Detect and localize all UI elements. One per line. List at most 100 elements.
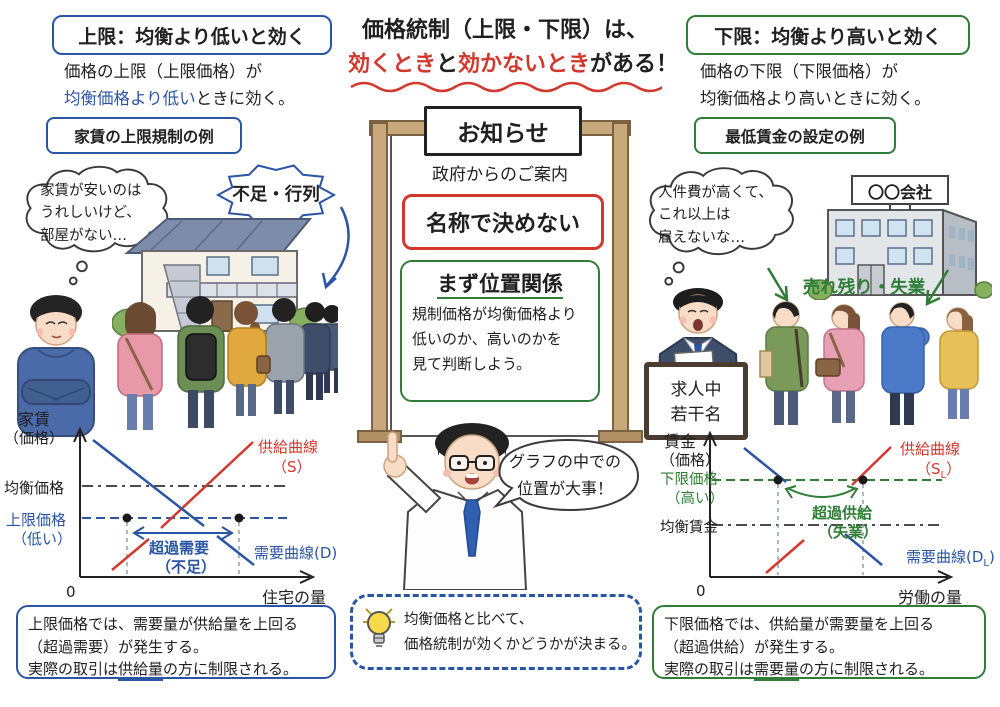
ceiling-desc-highlight: 均衡価格より低い — [64, 89, 196, 108]
help-wanted-line1: 求人中 — [670, 380, 722, 401]
employer-thought-line1: 人件費が高くて、 — [658, 185, 773, 201]
tip-line2: 価格統制が効くかどうかが決まる。 — [404, 637, 636, 654]
ceiling-desc-line2: 均衡価格より低いときに効く。 — [64, 85, 295, 109]
floor-graph-ylabel-2: （価格） — [660, 451, 721, 469]
floor-note-line3-post: の方に制限される。 — [799, 660, 935, 678]
ceiling-graph-supply-label-2: （S） — [272, 458, 312, 476]
floor-note-line3-em: 需要量 — [754, 660, 800, 681]
floor-note-line2: （超過供給）が発生する。 — [664, 637, 845, 656]
board-foot-right — [598, 430, 643, 443]
floor-note-box: 下限価格では、供給量が需要量を上回る （超過供給）が発生する。 実際の取引は需要… — [652, 605, 986, 681]
floor-graph-xlabel: 労働の量 — [898, 588, 963, 607]
ceiling-note-line3-post: の方に制限される。 — [163, 660, 299, 678]
ceiling-note-line3: 実際の取引は供給量の方に制限される。 — [28, 658, 324, 681]
ceiling-graph-ceiling-label-1: 上限価格 — [6, 511, 67, 529]
floor-supply-post: ） — [946, 460, 962, 478]
employer-thought-text: 人件費が高くて、 これ以上は 雇えないな… — [658, 182, 773, 249]
ceiling-graph-supply-label-1: 供給曲線 — [258, 438, 319, 456]
board-rule2-box: まず位置関係 規制価格が均衡価格より 低いのか、高いのかを 見て判断しよう。 — [400, 260, 600, 402]
board-rule2-line1: 規制価格が均衡価格より — [412, 305, 577, 323]
floor-graph-origin: 0 — [696, 582, 706, 600]
shortage-burst-text: 不足・行列 — [232, 185, 320, 205]
floor-supply-sub: L — [940, 470, 947, 481]
teacher-speech-text: グラフの中での 位置が大事！ — [500, 448, 630, 502]
board-rule2-title: まず位置関係 — [437, 272, 563, 299]
ceiling-graph-origin: 0 — [66, 583, 76, 601]
ceiling-graph-excess-label-2: （不足） — [156, 558, 217, 576]
ceiling-graph-xlabel: 住宅の量 — [262, 588, 327, 607]
main-title-line2: 効くときと効かないときがある！ — [348, 46, 678, 78]
board-post-right — [612, 122, 629, 438]
tip-box — [350, 594, 642, 670]
surplus-arrows-icon — [766, 267, 950, 307]
floor-graph: 賃金 （価格） 下限価格 （高い） 均衡賃金 供給曲線 （SL） 需要曲線(DL… — [660, 424, 998, 610]
floor-example-label: 最低賃金の設定の例 — [694, 117, 896, 154]
ceiling-graph-equilibrium-label: 均衡価格 — [4, 479, 65, 497]
employer-thought-bubble — [649, 167, 794, 286]
floor-graph-demand-label: 需要曲線(DL) — [906, 546, 995, 569]
floor-demand-post: ) — [988, 548, 995, 566]
floor-graph-plot — [703, 430, 954, 584]
tip-text: 均衡価格と比べて、 価格統制が効くかどうかが決まる。 — [404, 608, 640, 659]
floor-desc-line2: 均衡価格より高いときに効く。 — [700, 89, 931, 108]
help-wanted-sign: 求人中 若干名 — [644, 362, 748, 440]
floor-graph-excess-label-2: （失業） — [818, 523, 879, 541]
main-title-end: がある！ — [590, 52, 679, 77]
company-building-illustration — [808, 175, 992, 300]
board-subheader: 政府からのご案内 — [432, 165, 568, 185]
ceiling-header: 上限：均衡より低いと効く — [52, 15, 332, 55]
queue-arrow-icon — [321, 206, 350, 290]
employer-thought-line2: これ以上は — [658, 207, 731, 224]
floor-header: 下限：均衡より高いと効く — [686, 15, 970, 55]
teacher-speech-bubble — [492, 438, 640, 512]
ceiling-graph-ylabel-2: （価格） — [4, 429, 65, 447]
floor-demand-sub: L — [983, 558, 989, 569]
teacher-speech-line2: 位置が大事！ — [516, 479, 613, 499]
ceiling-desc-line1: 価格の上限（上限価格）が — [64, 62, 262, 81]
floor-demand-pre: 需要曲線(D — [906, 548, 984, 566]
floor-graph-supply-label-1: 供給曲線 — [900, 440, 961, 458]
tenant-thought-line2: うれしいけど、 — [40, 205, 141, 222]
ceiling-example-label: 家賃の上限規制の例 — [46, 117, 242, 154]
floor-desc-line1: 価格の下限（下限価格）が — [700, 62, 898, 81]
ceiling-graph-plot — [73, 426, 316, 584]
floor-note-line1: 下限価格では、供給量が需要量を上回る — [664, 615, 935, 633]
floor-graph-ylabel-1: 賃金 — [664, 432, 697, 451]
floor-graph-floor-label-2: （高い） — [666, 491, 724, 507]
tenant-thought-bubble — [25, 165, 169, 286]
board-rule1: 名称で決めない — [402, 194, 604, 250]
ceiling-graph: 家賃 （価格） 均衡価格 上限価格 （低い） 供給曲線 （S） 需要曲線(D) … — [2, 400, 337, 607]
main-title-red2: 効かないとき — [458, 52, 591, 77]
ceiling-note-line3-pre: 実際の取引は — [28, 660, 119, 678]
ceiling-desc-rest: ときに効く。 — [195, 89, 295, 108]
board-post-left — [371, 122, 388, 438]
tenant-thought-text: 家賃が安いのは うれしいけど、 部屋がない… — [40, 180, 142, 247]
teacher-illustration — [383, 423, 528, 590]
floor-note-line3: 実際の取引は需要量の方に制限される。 — [664, 658, 974, 681]
apartment-house-illustration — [112, 218, 317, 338]
floor-supply-pre: （S — [916, 460, 941, 478]
help-wanted-line2: 若干名 — [670, 405, 722, 426]
tenant-thought-line1: 家賃が安いのは — [40, 183, 142, 199]
tenant-man-illustration — [17, 295, 95, 437]
employer-thought-line3: 雇えないな… — [658, 229, 745, 246]
ceiling-note-line2: （超過需要）が発生する。 — [28, 637, 209, 656]
floor-note-line3-pre: 実際の取引は — [664, 660, 755, 678]
floor-graph-equilibrium-label: 均衡賃金 — [660, 520, 718, 536]
board-rule2-line2: 低いのか、高いのかを — [412, 329, 562, 348]
floor-graph-supply-label-2: （SL） — [916, 458, 961, 481]
tenant-thought-line3: 部屋がない… — [40, 227, 127, 244]
ceiling-note-box: 上限価格では、需要量が供給量を上回る （超過需要）が発生する。 実際の取引は供給… — [16, 605, 336, 681]
ceiling-graph-ceiling-label-2: （低い） — [12, 530, 73, 548]
surplus-caption: 売れ残り・失業 — [802, 278, 926, 298]
board-rule2-line3: 見て判断しよう。 — [412, 354, 532, 373]
board-header: お知らせ — [424, 106, 582, 156]
ceiling-note-line1: 上限価格では、需要量が供給量を上回る — [28, 615, 299, 633]
teacher-speech-line1: グラフの中での — [508, 452, 621, 471]
main-title-red1: 効くとき — [348, 52, 437, 77]
tip-line1: 均衡価格と比べて、 — [404, 612, 534, 628]
company-sign-text: 〇〇会社 — [867, 183, 932, 202]
lightbulb-icon — [363, 608, 395, 647]
ceiling-graph-ylabel-1: 家賃 — [18, 410, 51, 429]
